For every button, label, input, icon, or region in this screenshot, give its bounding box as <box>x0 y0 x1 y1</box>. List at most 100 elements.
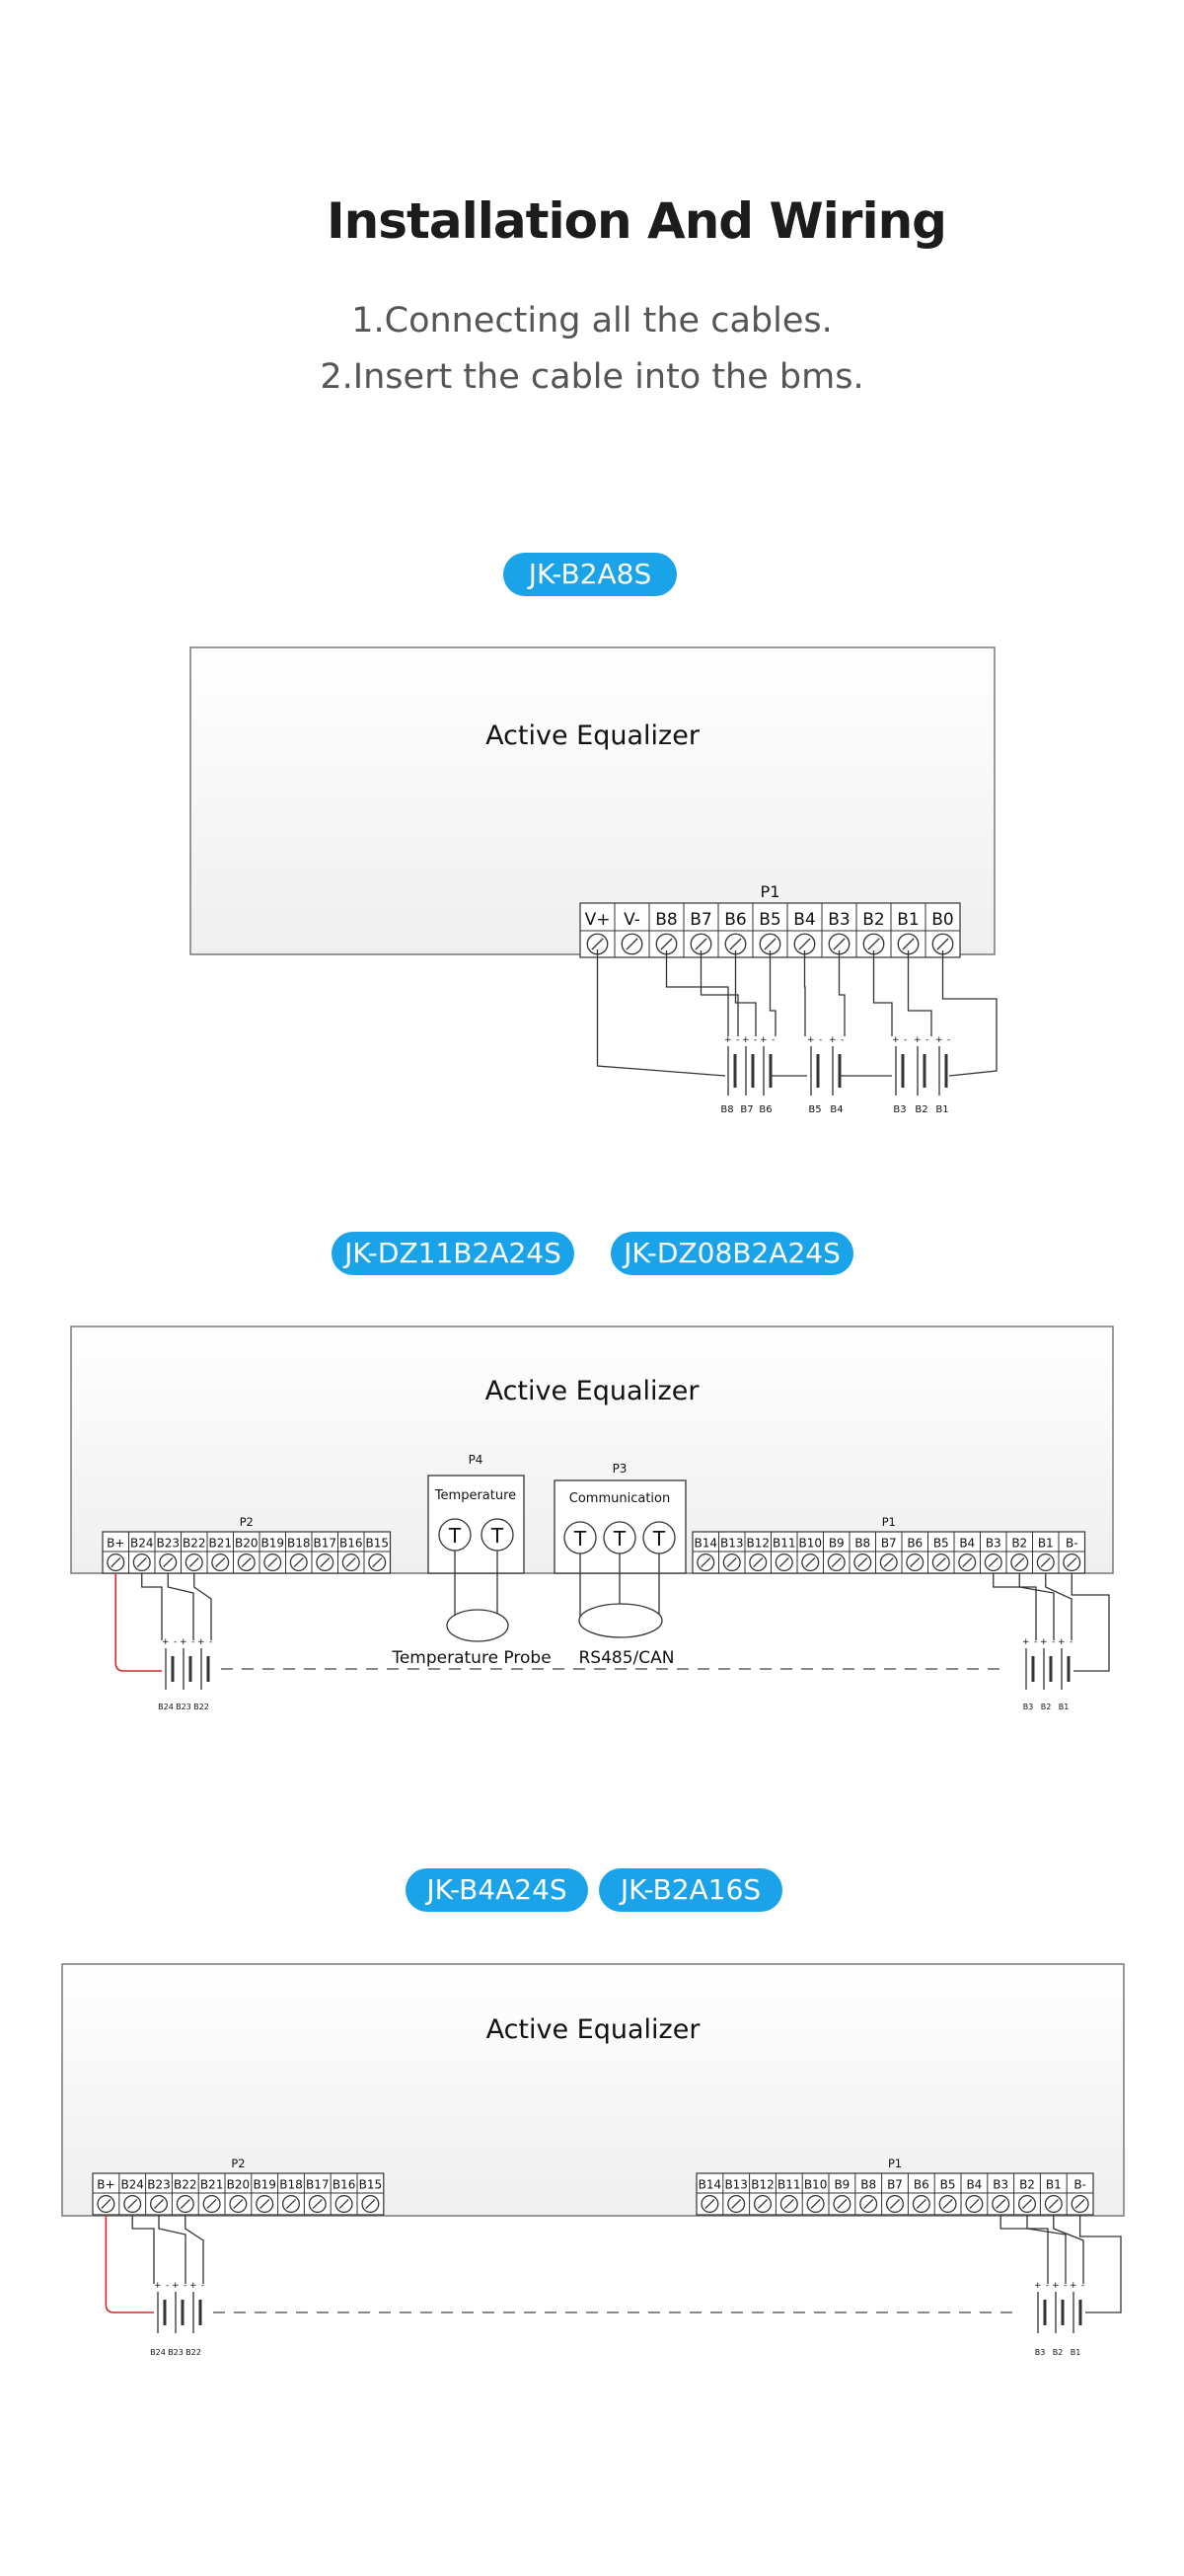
p1-connector-pin-label-b14: B14 <box>694 1537 717 1551</box>
temperature-probe-label: Temperature Probe <box>391 1648 551 1668</box>
left-cell-b23-minus: - <box>184 2281 186 2291</box>
cell-b3-minus: - <box>904 1035 907 1045</box>
left-cell-b24-minus: - <box>174 1637 177 1647</box>
p1-connector-name: P1 <box>888 2157 902 2170</box>
p1-connector-pin-label-b0: B0 <box>931 910 953 930</box>
p1-connector-pin-label-b3: B3 <box>993 2178 1008 2192</box>
p1-connector-pin-label-b5: B5 <box>940 2178 956 2192</box>
p2-connector-pin-label-b17: B17 <box>306 2178 330 2192</box>
p1-connector-pin-label-bminus: B- <box>1066 1537 1078 1551</box>
p1-connector-screw-slot <box>910 1556 921 1568</box>
wire-b7 <box>700 950 739 1036</box>
cell-b2-minus: - <box>925 1035 928 1045</box>
p1-connector-pin-label-vplus: V+ <box>585 910 611 930</box>
step-1: 1.Connecting all the cables. <box>351 301 833 341</box>
p1-connector-screw-slot <box>704 2198 715 2210</box>
p1-connector-screw-slot <box>798 938 811 950</box>
p2-connector-screw-slot <box>372 1556 383 1568</box>
p2-connector-screw-slot <box>320 1556 331 1568</box>
p1-connector-screw-slot <box>867 938 880 950</box>
p2-connector-screw-slot <box>259 2198 270 2210</box>
p1-connector-screw-slot <box>863 2198 874 2210</box>
p1-connector-pin-label-b11: B11 <box>773 1537 796 1551</box>
cell-label-b4: B4 <box>830 1104 843 1115</box>
left-cell-label-b22: B22 <box>193 1703 209 1711</box>
p1-connector-screw-slot <box>916 2198 926 2210</box>
right-cell-label-b2: B2 <box>1041 1703 1052 1711</box>
p2-connector-pin-label-bplus: B+ <box>97 2178 114 2192</box>
p1-connector-pin-label-b5: B5 <box>759 910 780 930</box>
wire-b3 <box>993 1573 1037 1640</box>
p1-connector-screw-slot <box>1040 1556 1051 1568</box>
equalizer-board-label: Active Equalizer <box>485 1376 701 1406</box>
p2-connector-pin-label-b24: B24 <box>130 1537 154 1551</box>
cell-b3-plus: + <box>892 1035 900 1045</box>
model-badge-jk-b4a24s: JK-B4A24S <box>406 1868 588 1912</box>
cell-label-b6: B6 <box>759 1104 772 1115</box>
p2-connector-pin-label-b17: B17 <box>313 1537 336 1551</box>
wire-b6 <box>734 950 757 1036</box>
p2-connector-pin-label-b22: B22 <box>174 2178 197 2192</box>
left-cell-b23-minus: - <box>191 1637 194 1647</box>
wire-bminus <box>1078 2215 1122 2313</box>
wire-b4 <box>803 950 806 1036</box>
model-badge-jk-b2a16s: JK-B2A16S <box>599 1868 782 1912</box>
right-cell-b3-minus: - <box>1034 1637 1037 1647</box>
temperature-probe-icon <box>446 1609 509 1642</box>
p1-connector-pin-label-b7: B7 <box>887 2178 903 2192</box>
p1-connector-screw-slot <box>757 2198 769 2210</box>
p2-connector-screw-slot <box>153 2198 165 2210</box>
p1-connector-name: P1 <box>882 1515 896 1529</box>
vplus-wire <box>596 949 726 1077</box>
cell-label-b2: B2 <box>915 1104 927 1115</box>
model-badge-jk-b2a8s: JK-B2A8S <box>503 553 677 596</box>
p1-connector-pin-label-b12: B12 <box>751 2178 775 2192</box>
right-cell-b1-plus: + <box>1070 2281 1077 2291</box>
p4-label: Temperature <box>434 1488 516 1503</box>
left-cell-label-b23: B23 <box>168 2348 184 2357</box>
p4-name: P4 <box>469 1453 483 1467</box>
cell-b1-minus: - <box>947 1035 950 1045</box>
cell-label-b1: B1 <box>935 1104 948 1115</box>
p2-connector-screw-slot <box>163 1556 174 1568</box>
cell-label-b3: B3 <box>893 1104 906 1115</box>
p1-connector-pin-label-b10: B10 <box>804 2178 828 2192</box>
cell-b7-plus: + <box>742 1035 750 1045</box>
temp-sensor-symbol: T <box>448 1524 462 1548</box>
p2-connector-screw-slot <box>293 1556 304 1568</box>
p1-connector-pin-label-b11: B11 <box>777 2178 801 2192</box>
wire-b1 <box>1053 2215 1084 2284</box>
right-cell-b2-minus: - <box>1064 2281 1067 2291</box>
p1-connector-screw-slot <box>1014 1556 1025 1568</box>
cell-b8-minus: - <box>736 1035 739 1045</box>
p1-connector-screw-slot <box>726 1556 737 1568</box>
p2-connector-screw-slot <box>338 2198 349 2210</box>
p2-connector-pin-label-bplus: B+ <box>107 1537 124 1551</box>
p2-connector-screw-slot <box>233 2198 244 2210</box>
p1-connector-pin-label-b8: B8 <box>854 1537 870 1551</box>
p1-connector-screw-slot <box>729 938 742 950</box>
p1-connector-screw-slot <box>942 2198 953 2210</box>
cell-label-b8: B8 <box>720 1104 733 1115</box>
left-cell-b22-plus: + <box>197 1637 205 1647</box>
left-cell-b23-plus: + <box>172 2281 180 2291</box>
p1-connector-screw-slot <box>969 2198 980 2210</box>
right-cell-label-b3: B3 <box>1035 2348 1046 2357</box>
p2-connector-pin-label-b20: B20 <box>227 2178 251 2192</box>
p2-connector-screw-slot <box>111 1556 121 1568</box>
p2-connector-pin-label-b15: B15 <box>359 2178 383 2192</box>
right-cell-b3-plus: + <box>1034 2281 1042 2291</box>
p1-connector-screw-slot <box>626 938 638 950</box>
p1-connector-pin-label-b3: B3 <box>986 1537 1001 1551</box>
p1-connector-pin-label-b7: B7 <box>690 910 711 930</box>
wire-b3 <box>838 950 846 1036</box>
wire-b0 <box>941 950 998 1077</box>
equalizer-board-label: Active Equalizer <box>485 720 701 751</box>
comm-port-symbol: T <box>652 1527 666 1551</box>
wire-b2 <box>1026 2215 1067 2284</box>
right-cell-b3-plus: + <box>1022 1637 1030 1647</box>
p2-connector-pin-label-b15: B15 <box>365 1537 389 1551</box>
p1-connector-screw-slot <box>805 1556 816 1568</box>
